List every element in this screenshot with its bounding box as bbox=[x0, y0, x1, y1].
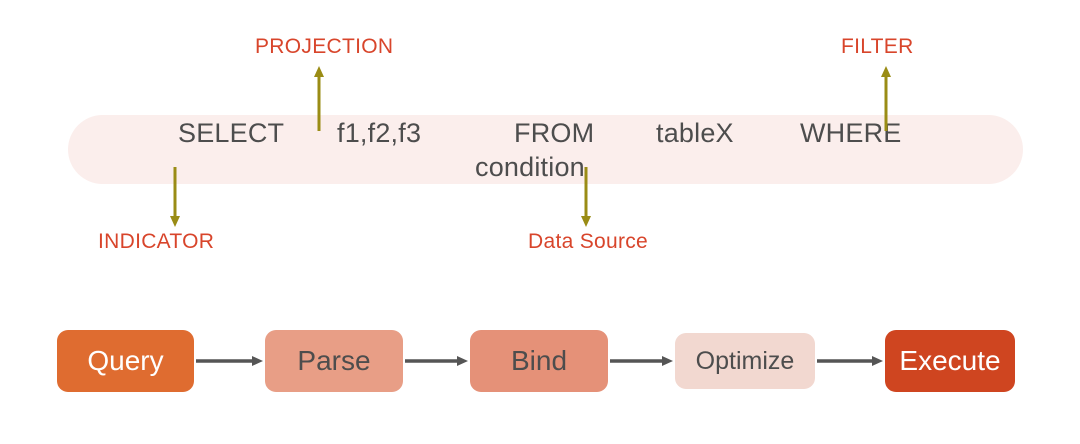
pipeline-stage-bind[interactable]: Bind bbox=[470, 330, 608, 392]
annotation-arrow-down-data-source bbox=[581, 167, 591, 227]
pipeline-stage-parse[interactable]: Parse bbox=[265, 330, 403, 392]
annotation-label-filter: FILTER bbox=[841, 35, 914, 58]
sql-token-projection-list: f1,f2,f3 bbox=[337, 118, 422, 148]
pipeline-connector-bind-to-optimize bbox=[610, 356, 673, 366]
sql-statement-pill bbox=[68, 115, 1023, 184]
pipeline-stage-optimize[interactable]: Optimize bbox=[675, 333, 815, 389]
sql-token-table-name: tableX bbox=[656, 118, 734, 148]
annotation-arrow-down-indicator bbox=[170, 167, 180, 227]
pipeline-connector-query-to-parse bbox=[196, 356, 263, 366]
sql-token-keyword-from: FROM bbox=[514, 118, 595, 148]
pipeline-connector-optimize-to-execute bbox=[817, 356, 883, 366]
pipeline-stage-execute[interactable]: Execute bbox=[885, 330, 1015, 392]
sql-token-keyword-indicator: SELECT bbox=[178, 118, 285, 148]
sql-token-keyword-where: WHERE bbox=[800, 118, 902, 148]
annotation-arrow-up-projection bbox=[314, 66, 324, 131]
annotation-label-projection: PROJECTION bbox=[255, 35, 394, 58]
pipeline-stage-query[interactable]: Query bbox=[57, 330, 194, 392]
sql-token-filter-condition: condition bbox=[475, 152, 585, 182]
annotation-label-indicator: INDICATOR bbox=[98, 230, 215, 253]
annotation-label-data-source: Data Source bbox=[528, 230, 649, 253]
annotation-arrow-up-filter bbox=[881, 66, 891, 131]
pipeline-connector-parse-to-bind bbox=[405, 356, 468, 366]
